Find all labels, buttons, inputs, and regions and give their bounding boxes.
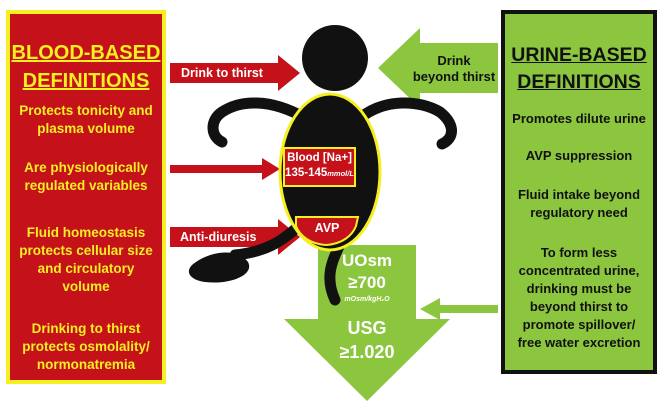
sodium-range-label: 135-145mmol/L (284, 166, 355, 181)
usg-value: ≥1.020 (318, 342, 416, 363)
uosm-label: UOsm (318, 251, 416, 271)
avp-label: AVP (296, 220, 358, 236)
blood-sodium-arrow (170, 158, 280, 180)
figure-left-foot (189, 253, 249, 283)
anti-diuresis-label: Anti-diuresis (180, 230, 256, 244)
figure-head (302, 25, 368, 91)
drink-beyond-thirst-label: Drink beyond thirst (412, 53, 496, 85)
blood-sodium-label: Blood [Na+] (284, 151, 355, 165)
uosm-unit: mOsm/kgH₂O (318, 295, 416, 304)
uosm-value: ≥700 (318, 273, 416, 293)
urine-feedback-arrow (420, 298, 498, 320)
usg-label: USG (318, 318, 416, 339)
drink-to-thirst-label: Drink to thirst (181, 66, 263, 80)
